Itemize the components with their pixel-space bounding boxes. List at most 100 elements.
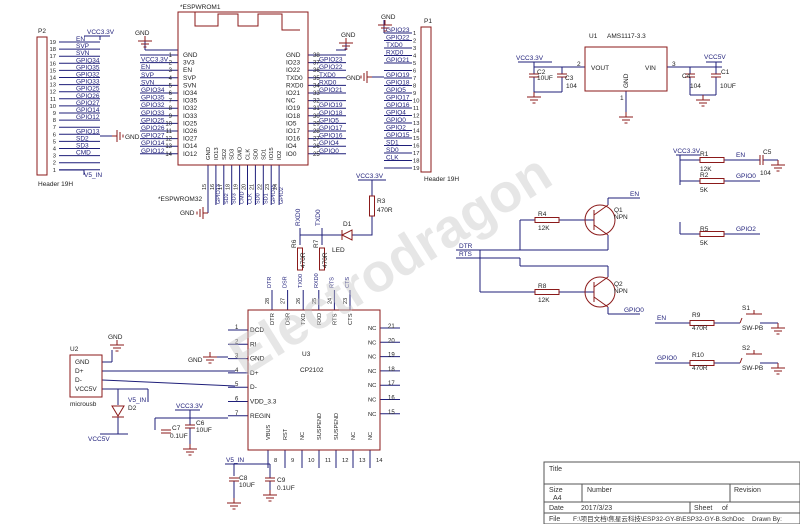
esp-bottom-net: CLK (248, 193, 254, 204)
size-value: A4 (553, 495, 562, 502)
esp-bottom-pin-num: 24 (273, 184, 279, 190)
u3-right-pin-name: NC (368, 369, 376, 375)
p1-pin-num: 15 (413, 136, 419, 142)
u3-top-pin-name: RXD (317, 313, 323, 325)
file-label: File (549, 516, 560, 523)
p2-pin-num: 12 (50, 90, 56, 96)
p1-pin-num: 8 (413, 84, 416, 90)
u3-right-pin-name: NC (368, 355, 376, 361)
u3-gnd-label: GND (188, 357, 203, 364)
u3-body (247, 309, 381, 451)
p2-net: SD3 (76, 143, 89, 150)
q2-emitter (593, 296, 609, 308)
q1-collector (593, 204, 609, 216)
esp-right-pin-name: GND (286, 52, 301, 59)
u3-left-pin-name: D- (250, 384, 257, 391)
esp-left-pin-name: IO26 (183, 128, 197, 135)
esp-left-pin-name: IO32 (183, 105, 197, 112)
q2-collector (593, 276, 609, 288)
q2-gpio0-label: GPIO0 (624, 307, 644, 314)
p1-pin-num: 7 (413, 76, 416, 82)
u3-left-pin-num: 3 (235, 354, 239, 360)
p1-pin-num: 1 (413, 31, 416, 37)
r1 (699, 157, 725, 163)
esp-bottom-net: GPIO13 (216, 184, 222, 204)
u2-pin-name: GND (75, 359, 90, 366)
c7-val: 0.1UF (170, 433, 188, 440)
c1-ref: C1 (721, 69, 730, 76)
size-label: Size (549, 487, 563, 494)
u3-left-pin-num: 4 (235, 368, 239, 374)
p2-pin-num: 2 (53, 161, 56, 167)
esp-left-gnd-label: GND (135, 30, 150, 37)
c5-ref: C5 (763, 149, 772, 156)
p2-pin-num: 19 (50, 40, 56, 46)
esp-right-pin-name: RXD0 (286, 82, 304, 89)
c5-val: 104 (760, 170, 771, 177)
u1-in-vcc: VCC5V (704, 54, 726, 61)
esp-right-net: GPIO16 (319, 133, 343, 140)
esp-bottom-pin-name: CMD (238, 147, 244, 160)
esp-right-pin-name: TXD0 (286, 75, 303, 82)
r8-val: 12K (538, 297, 550, 304)
r7 (319, 247, 325, 271)
esp-left-pin-num: 12 (165, 137, 172, 143)
esp-left-pin-num: 2 (169, 61, 173, 67)
esp-left-pin-num: 11 (166, 129, 173, 135)
u3-bottom-pin-name: NC (300, 432, 306, 440)
esp-bottom-pin-name: IO13 (214, 147, 220, 160)
esp-right-net: RXD0 (319, 79, 337, 86)
number-label: Number (587, 487, 613, 494)
u3-bottom-pin-name: RST (283, 428, 289, 440)
u3-part: CP2102 (300, 367, 324, 374)
u3-left-pin-num: 7 (235, 411, 239, 417)
esp-bottom-pin-name: SD0 (253, 149, 259, 160)
p1-pin-num: 5 (413, 61, 416, 67)
esp-bottom-pin-num: 18 (226, 184, 232, 190)
esp-left-pin-num: 5 (169, 83, 173, 89)
p2-footer: Header 19H (38, 181, 73, 188)
esp-bottom-net: SD3 (232, 193, 238, 204)
p1-footer: Header 19H (424, 176, 459, 183)
u3-bottom-pin-num: 10 (308, 458, 314, 464)
esp-right-pin-num: 34 (313, 83, 320, 89)
r4-val: 12K (538, 225, 550, 232)
r9 (689, 320, 715, 326)
watermark: Electrodragon (219, 142, 561, 387)
r10-ref: R10 (692, 352, 704, 359)
u3-top-net: RXD0 (314, 273, 320, 288)
esp-antenna (194, 12, 300, 31)
u3-bottom-pin-name: NC (351, 432, 357, 440)
usb-dm-wire (101, 379, 236, 387)
u3-vdd-label: VCC3.3V (176, 403, 204, 410)
r10 (689, 360, 715, 366)
p1-net: GPIO0 (386, 117, 406, 124)
esp-left-pin-num: 6 (169, 91, 173, 97)
u3-left-pin-num: 1 (235, 325, 239, 331)
esp-right-pin-name: IO19 (286, 105, 300, 112)
u1-vin: VIN (645, 65, 656, 72)
esp-bottom-pin-num: 23 (265, 184, 271, 190)
esp-right-net: GPIO5 (319, 117, 339, 124)
p1-pin-num: 2 (413, 39, 416, 45)
p2-pin-num: 18 (50, 47, 56, 53)
p2-net: SVN (76, 50, 90, 57)
u3-top-net: DSR (283, 276, 289, 288)
txd-label: TXD0 (315, 209, 322, 226)
rxd-label: RXD0 (295, 208, 302, 226)
p1-body (420, 26, 432, 173)
c7-ref: C7 (172, 425, 181, 432)
u3-top-pin-num: 28 (265, 298, 271, 304)
u3-bottom-pin-num: 8 (274, 458, 277, 464)
p2-net: GPIO33 (76, 79, 100, 86)
esp-bottom-pin-name: IO15 (269, 147, 275, 160)
s1-type: SW-PB (742, 325, 763, 332)
u3-right-pin-num: 20 (388, 338, 395, 344)
esp-right-pin-name: IO0 (286, 151, 297, 158)
date-label: Date (549, 505, 564, 512)
esp-right-pin-num: 37 (313, 61, 320, 67)
p1-ref: P1 (424, 18, 432, 25)
esp-left-net: GPIO32 (141, 102, 165, 109)
r3 (369, 195, 375, 217)
usb-vcc5-label: VCC5V (88, 436, 110, 443)
